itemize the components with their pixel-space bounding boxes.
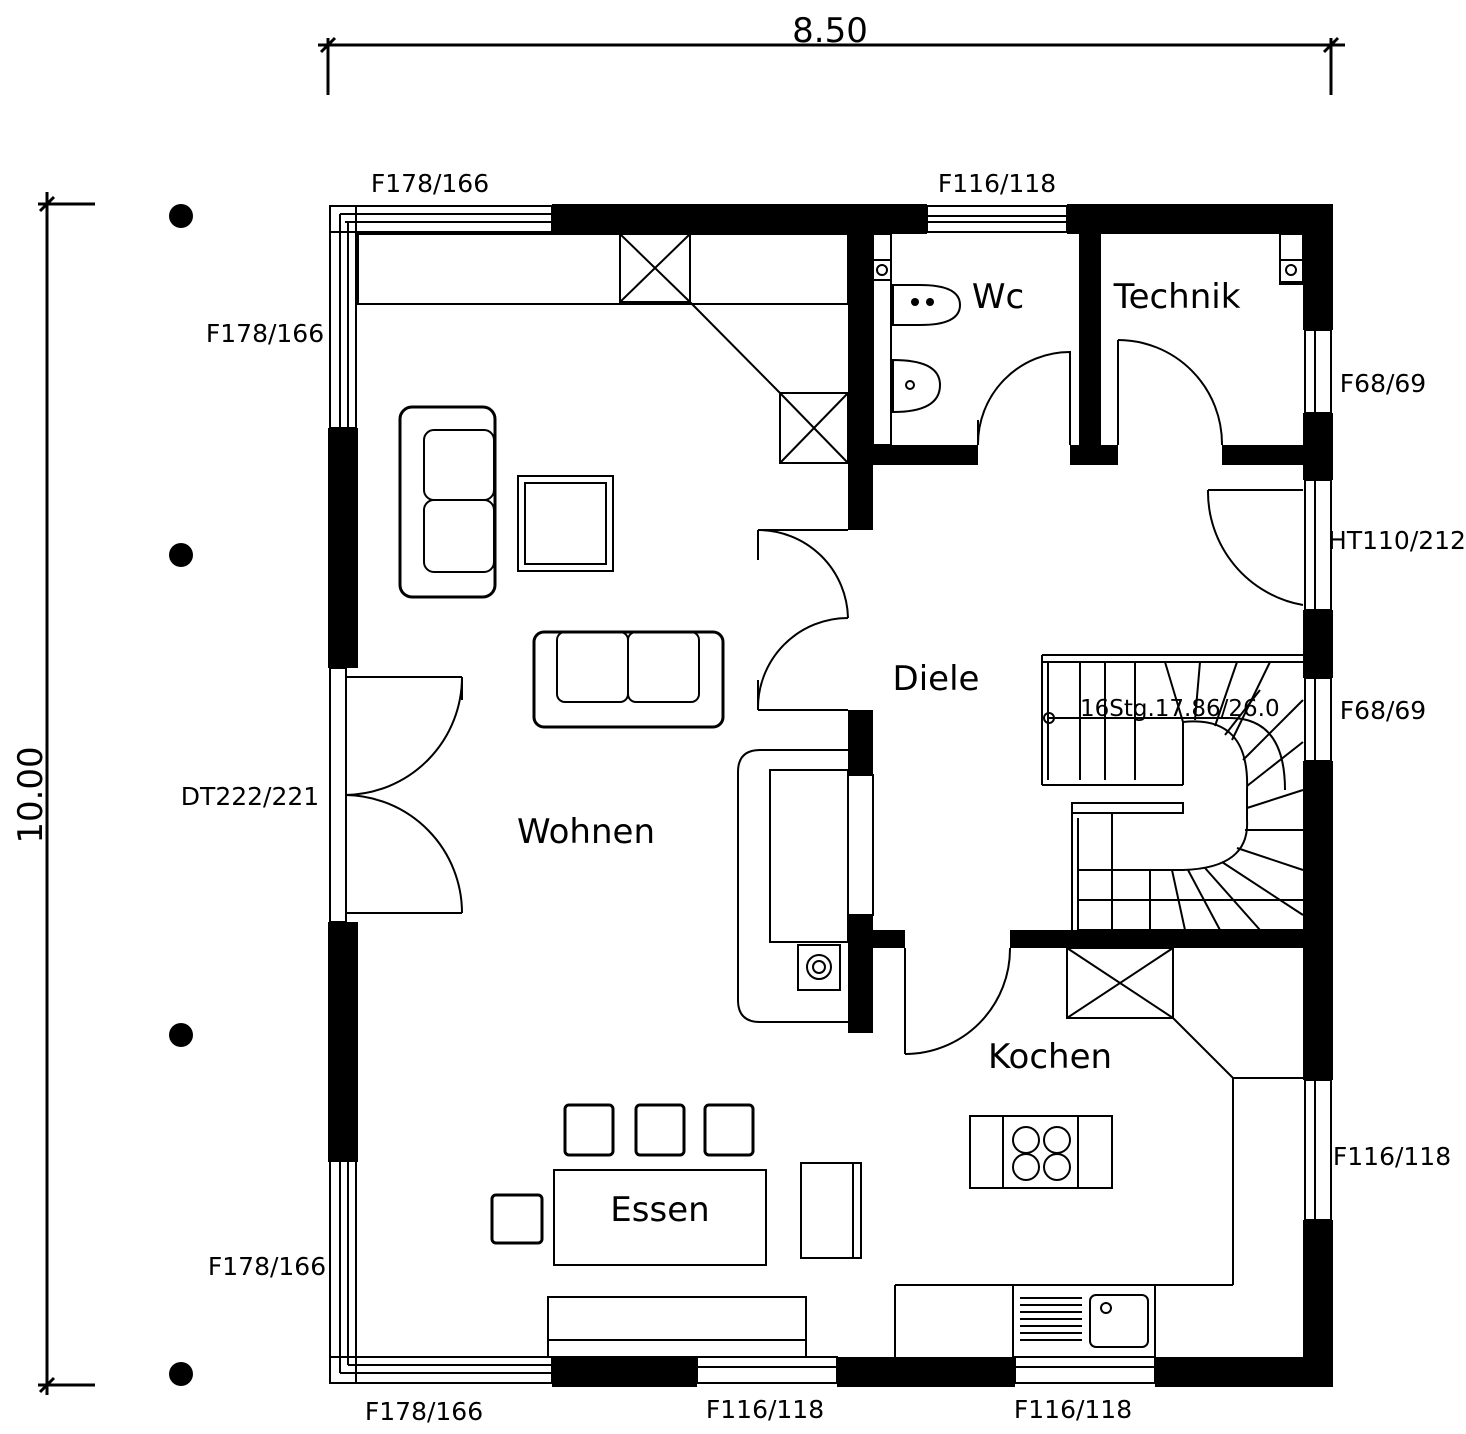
opening-label-right-technik: F68/69 (1340, 369, 1426, 398)
opening-label-right-stair: F68/69 (1340, 696, 1426, 725)
opening-label-left-door: DT222/221 (181, 782, 319, 811)
dimension-width-label: 8.50 (792, 11, 868, 51)
opening-label-right-entry: HT110/212 (1328, 526, 1466, 555)
opening-label-right-kitchen: F116/118 (1333, 1142, 1451, 1171)
window-frames (329, 205, 1332, 1384)
column-markers (169, 204, 193, 1386)
doors (345, 339, 1304, 1055)
walls (328, 204, 1333, 1387)
fireplace-glass (847, 774, 874, 916)
opening-label-bottom-mid: F116/118 (706, 1395, 824, 1424)
dimension-height-label: 10.00 (11, 746, 51, 843)
dining-furniture (490, 1103, 862, 1358)
living-furniture (357, 233, 849, 1023)
room-label-wc: Wc (972, 277, 1024, 317)
opening-label-left-bottom: F178/166 (208, 1252, 326, 1281)
room-label-essen: Essen (610, 1190, 709, 1230)
wc-fixtures (872, 233, 1304, 446)
room-label-diele: Diele (893, 659, 980, 699)
dimension-width: 8.50 (318, 11, 1345, 95)
room-label-technik: Technik (1113, 277, 1241, 317)
opening-label-left-top: F178/166 (206, 319, 324, 348)
opening-label-bottom-left: F178/166 (365, 1397, 483, 1426)
staircase: 16Stg.17.86/26.0 (1041, 654, 1304, 931)
dimension-height: 10.00 (11, 192, 95, 1395)
opening-label-top-mid: F116/118 (938, 169, 1056, 198)
room-label-wohnen: Wohnen (517, 812, 655, 852)
stair-label: 16Stg.17.86/26.0 (1080, 696, 1280, 722)
opening-label-bottom-right: F116/118 (1014, 1395, 1132, 1424)
opening-label-top-left: F178/166 (371, 169, 489, 198)
room-label-kochen: Kochen (988, 1037, 1112, 1077)
kitchen-fixtures (894, 947, 1303, 1358)
